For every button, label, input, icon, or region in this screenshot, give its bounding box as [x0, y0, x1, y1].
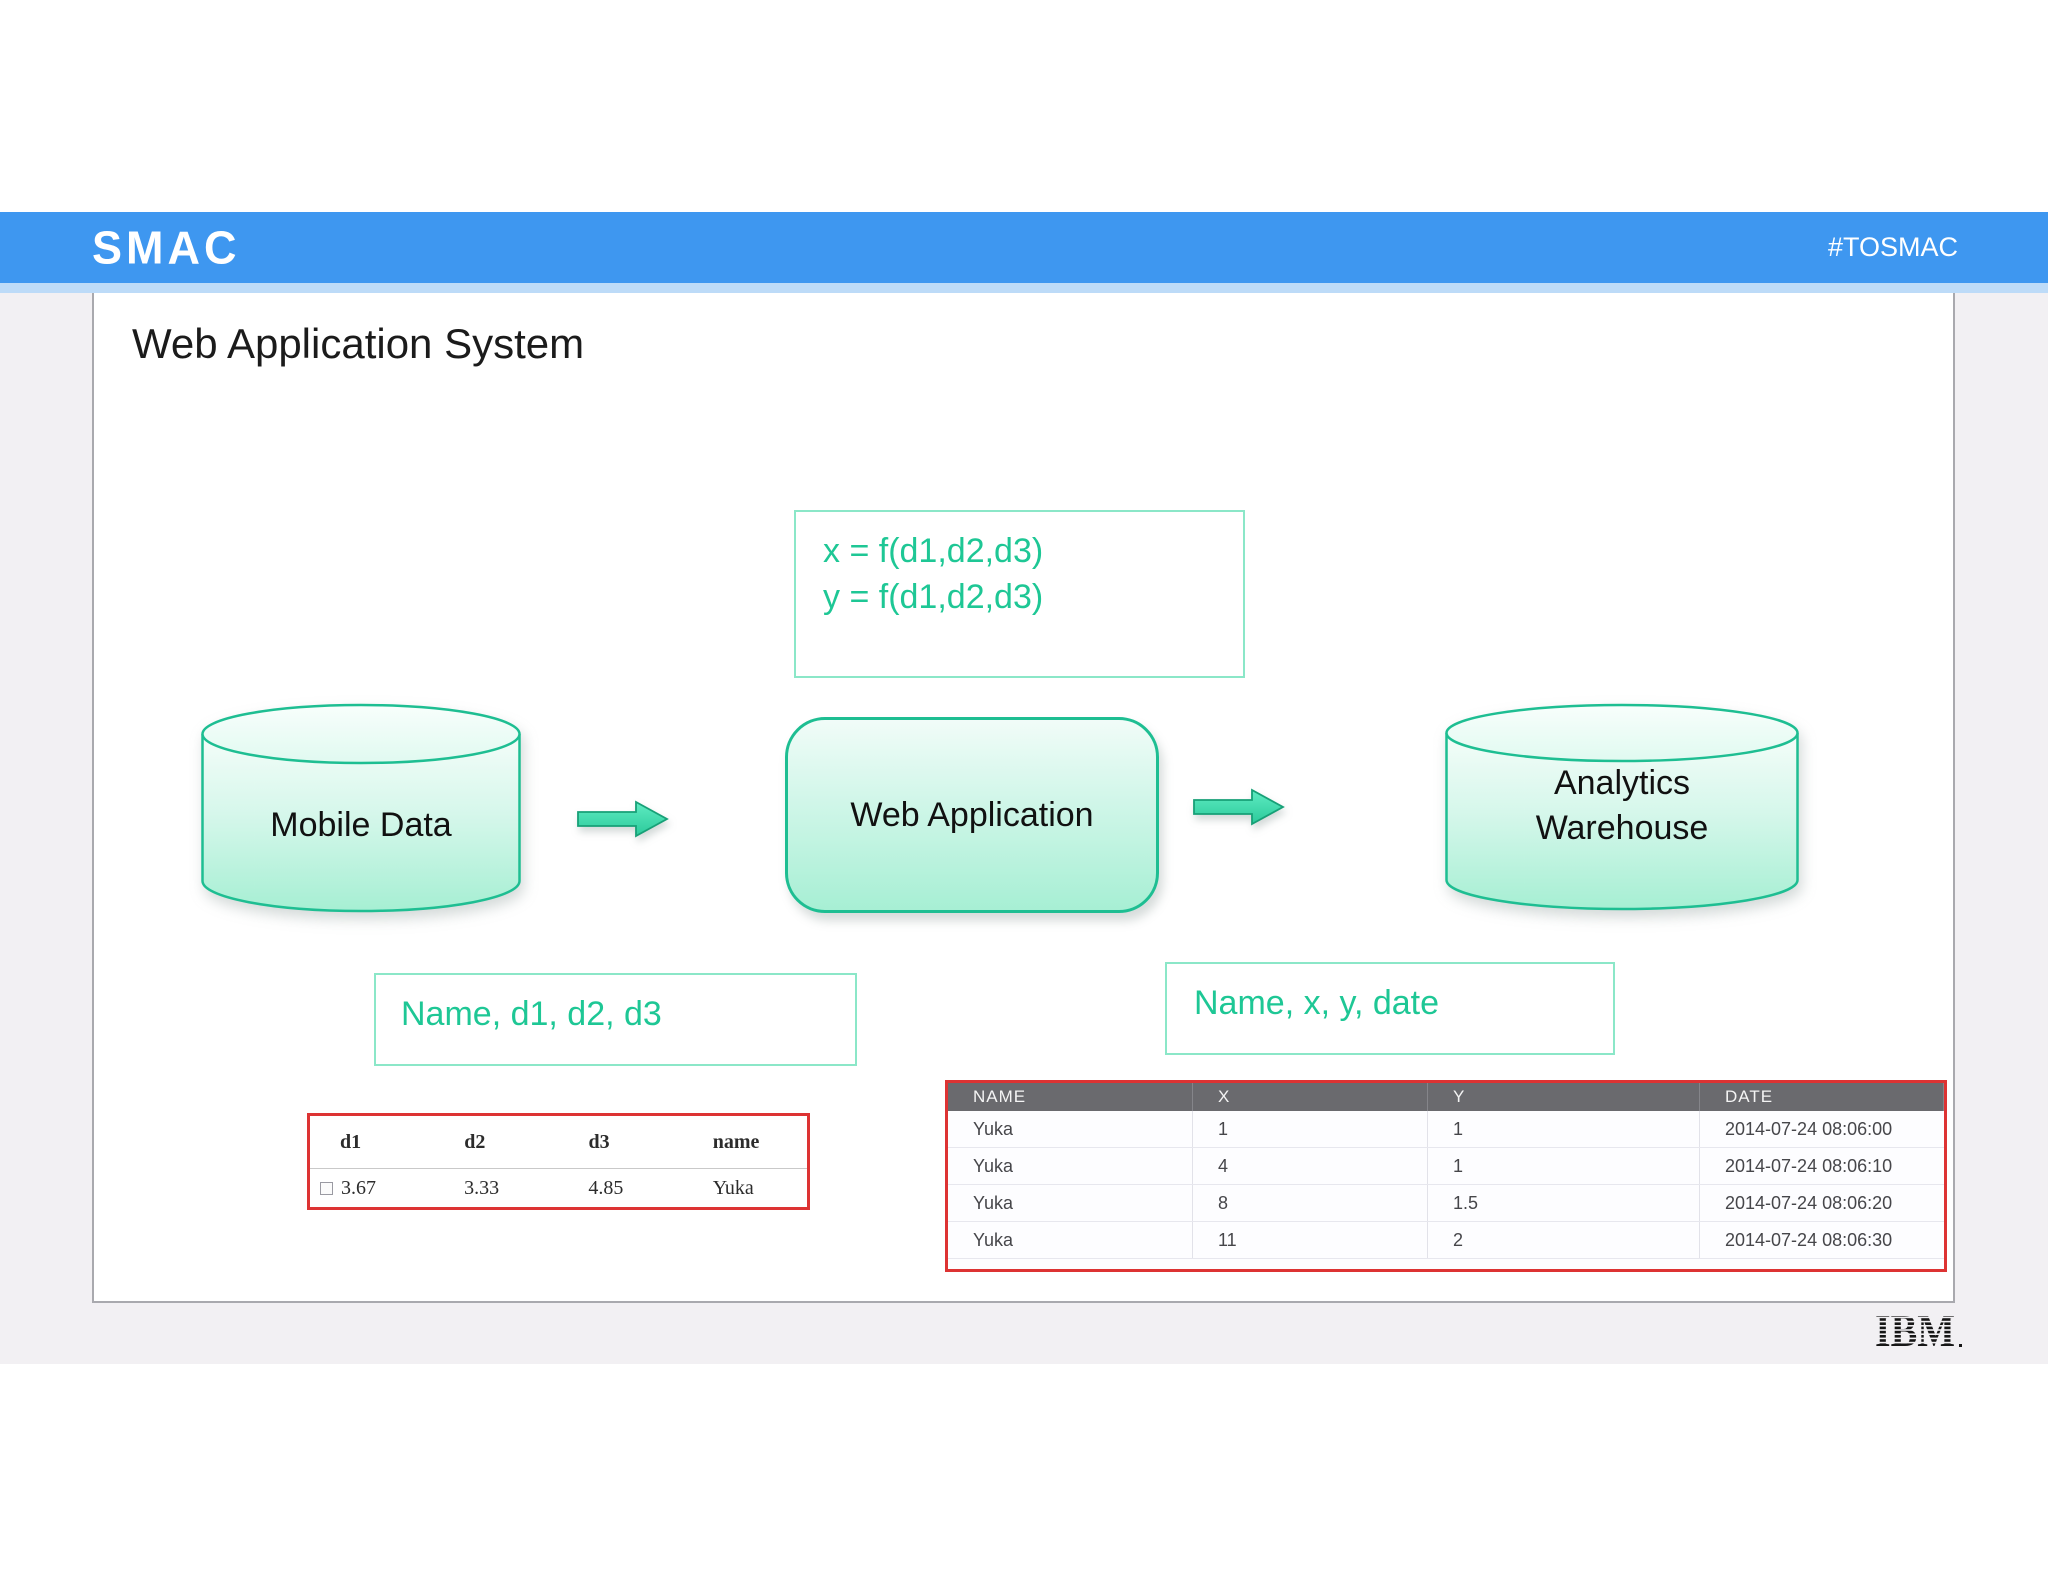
column-header: Y [1428, 1083, 1700, 1111]
slide: Web Application System x = f(d1,d2,d3) y… [92, 293, 1955, 1303]
node-label: Analytics Warehouse [1444, 761, 1800, 851]
table-row: Yuka 1 1 2014-07-24 08:06:00 [948, 1111, 1944, 1148]
table-cell: 4 [1193, 1148, 1428, 1184]
node-label: Mobile Data [270, 806, 452, 844]
table-cell: 1.5 [1428, 1185, 1700, 1221]
ibm-logo: IBM [1875, 1312, 1962, 1354]
page-title: Web Application System [132, 320, 585, 367]
column-header: d2 [464, 1130, 486, 1153]
table-cell: 2 [1428, 1222, 1700, 1258]
database-cylinder-icon [201, 703, 521, 913]
warehouse-fields-box: Name, x, y, date [1165, 962, 1615, 1055]
cell-value: 3.67 [341, 1176, 376, 1199]
table-row: Yuka 4 1 2014-07-24 08:06:10 [948, 1148, 1944, 1185]
smac-logo: SMAC [92, 220, 241, 273]
table-cell: 2014-07-24 08:06:00 [1725, 1119, 1893, 1139]
mobile-fields-box: Name, d1, d2, d3 [374, 973, 857, 1066]
table-cell: 8 [1193, 1185, 1428, 1221]
table-cell: Yuka [948, 1148, 1193, 1184]
node-label-line1: Analytics [1553, 764, 1691, 802]
table-cell: Yuka [712, 1176, 754, 1199]
column-header: NAME [948, 1083, 1193, 1111]
table-row: Yuka 11 2 2014-07-24 08:06:30 [948, 1222, 1944, 1259]
sample-input-table: d1 d2 d3 name 3.67 3.33 4.85 Yuka [307, 1113, 810, 1210]
table-cell: 1 [1428, 1111, 1700, 1147]
table-cell: 11 [1193, 1222, 1428, 1258]
column-header: d3 [588, 1130, 610, 1153]
column-header: d1 [340, 1130, 362, 1153]
table-cell: 2014-07-24 08:06:20 [1725, 1193, 1893, 1213]
output-table-header-row: NAME X Y DATE [948, 1083, 1944, 1111]
table-cell: 3.33 [464, 1176, 500, 1199]
column-header: name [712, 1130, 760, 1153]
analytics-warehouse-node: Analytics Warehouse [1444, 703, 1800, 913]
sample-output-table: NAME X Y DATE Yuka 1 1 2014-07-24 08:06:… [945, 1080, 1947, 1272]
mobile-data-node: Mobile Data [200, 703, 522, 915]
table-cell: 2014-07-24 08:06:30 [1725, 1230, 1893, 1250]
formula-line-y: y = f(d1,d2,d3) [823, 578, 1044, 616]
column-header: X [1193, 1083, 1428, 1111]
table-cell: Yuka [948, 1222, 1193, 1258]
table-cell: Yuka [948, 1185, 1193, 1221]
arrow-right-icon [1193, 788, 1285, 826]
warehouse-fields-text: Name, x, y, date [1194, 984, 1440, 1022]
input-table-header-row: d1 d2 d3 name [310, 1116, 807, 1169]
ibm-logo-text: IBM [1875, 1312, 1955, 1354]
web-application-node: Web Application [785, 717, 1159, 913]
row-checkbox [320, 1181, 333, 1195]
table-row: Yuka 8 1.5 2014-07-24 08:06:20 [948, 1185, 1944, 1222]
table-cell: 2014-07-24 08:06:10 [1725, 1156, 1893, 1176]
formula-line-x: x = f(d1,d2,d3) [823, 532, 1044, 570]
column-header: DATE [1700, 1083, 1944, 1111]
table-cell: 1 [1428, 1148, 1700, 1184]
database-cylinder-icon [1445, 703, 1799, 911]
table-cell: 3.67 [310, 1169, 434, 1207]
header-bar: SMAC #TOSMAC [0, 212, 2048, 283]
node-label-line2: Warehouse [1535, 809, 1709, 847]
formula-box: x = f(d1,d2,d3) y = f(d1,d2,d3) [794, 510, 1245, 678]
input-table-row: 3.67 3.33 4.85 Yuka [310, 1169, 807, 1207]
table-cell: Yuka [948, 1111, 1193, 1147]
arrow-right-icon [577, 800, 669, 838]
mobile-fields-text: Name, d1, d2, d3 [401, 995, 662, 1033]
table-cell: 4.85 [588, 1176, 624, 1199]
node-label: Web Application [850, 795, 1094, 834]
header-accent-strip [0, 283, 2048, 293]
hashtag-label: #TOSMAC [1827, 232, 1958, 262]
table-cell: 1 [1193, 1111, 1428, 1147]
